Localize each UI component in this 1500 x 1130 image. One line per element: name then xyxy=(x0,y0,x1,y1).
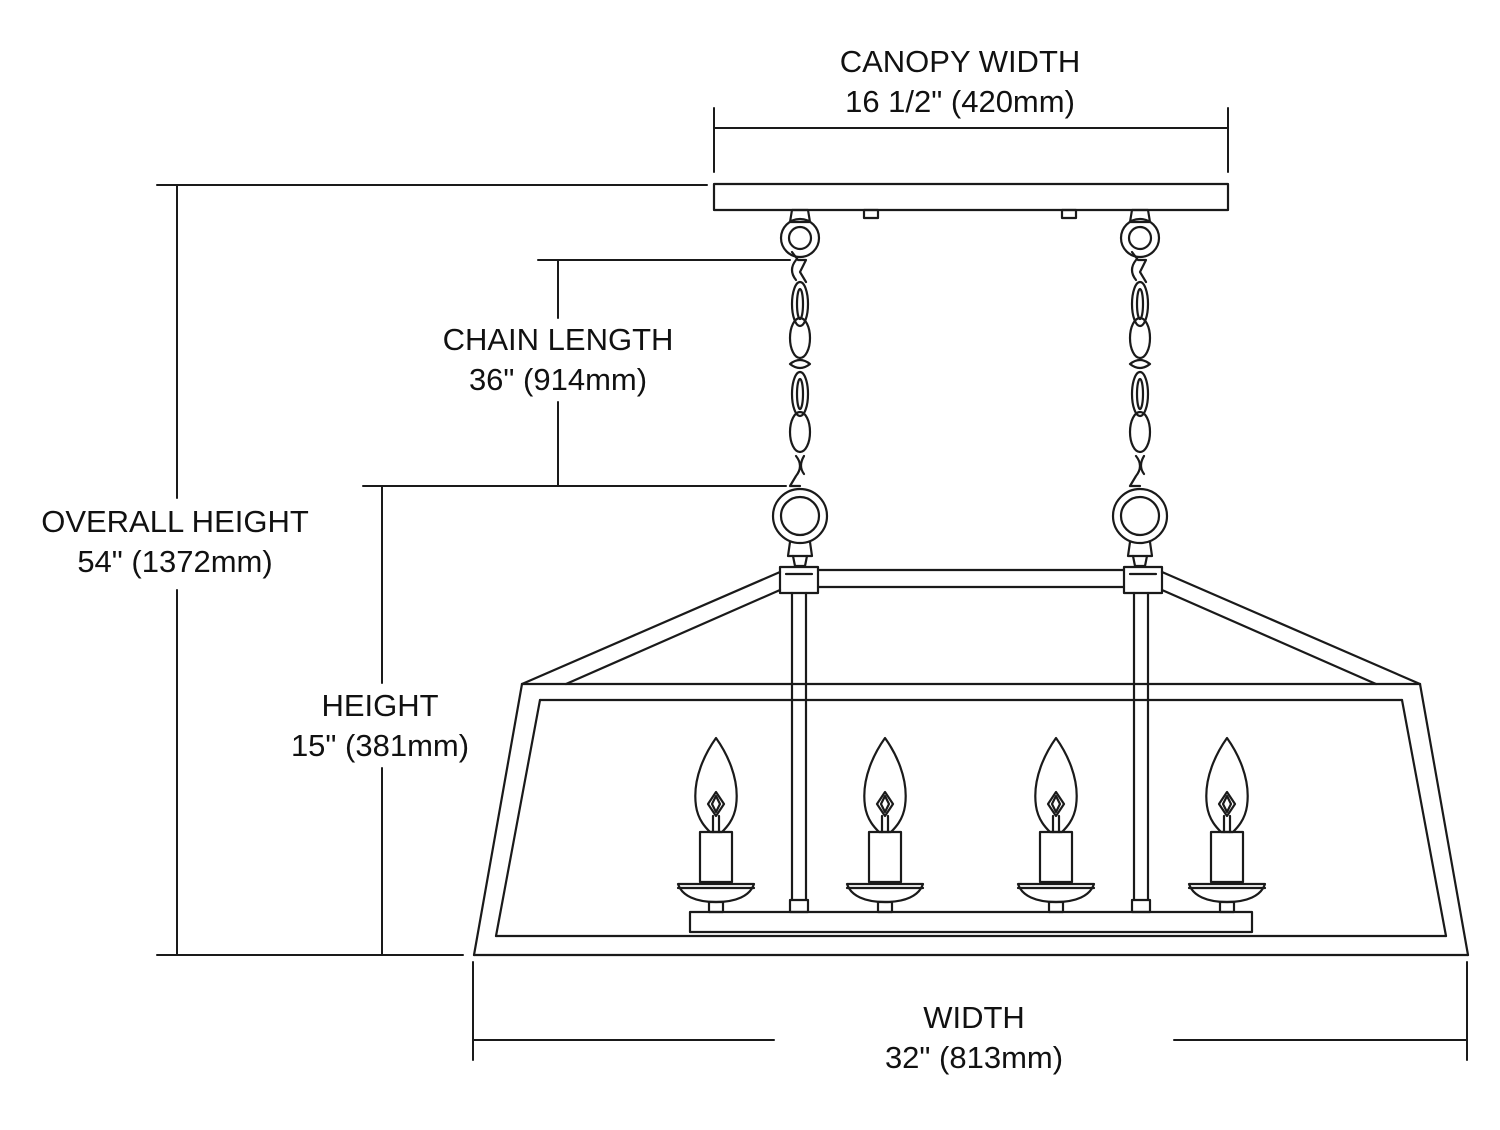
width-value: 32" (813mm) xyxy=(884,1040,1064,1075)
canopy xyxy=(712,182,1230,220)
candles xyxy=(676,736,1267,914)
candle-base-bar xyxy=(688,910,1254,934)
canopy-width-dimension xyxy=(713,107,1229,173)
right-chain xyxy=(1111,208,1169,568)
left-chain xyxy=(771,208,829,568)
candle-lamp xyxy=(1016,736,1096,914)
width-label: WIDTH 32" (813mm) xyxy=(774,998,1174,1078)
overall-height-dimension xyxy=(156,184,708,956)
candle-lamp xyxy=(676,736,756,914)
width-title: WIDTH xyxy=(923,1000,1025,1035)
height-label: HEIGHT 15" (381mm) xyxy=(260,686,500,766)
candle-lamp xyxy=(845,736,925,914)
width-dimension xyxy=(472,961,1468,1061)
chain-length-value: 36" (914mm) xyxy=(468,362,648,397)
candle-lamp xyxy=(1187,736,1267,914)
overall-height-title: OVERALL HEIGHT xyxy=(41,504,309,539)
support-rods xyxy=(788,591,1152,914)
overall-height-label: OVERALL HEIGHT 54" (1372mm) xyxy=(15,502,335,582)
canopy-width-title: CANOPY WIDTH xyxy=(839,44,1081,79)
chain-length-title: CHAIN LENGTH xyxy=(442,322,674,357)
height-title: HEIGHT xyxy=(321,688,439,723)
lantern-frame xyxy=(472,565,1470,957)
canopy-width-label: CANOPY WIDTH 16 1/2" (420mm) xyxy=(760,42,1160,122)
chain-length-label: CHAIN LENGTH 36" (914mm) xyxy=(408,320,708,400)
chain-length-dimension xyxy=(362,259,791,487)
height-value: 15" (381mm) xyxy=(290,728,470,763)
canopy-width-value: 16 1/2" (420mm) xyxy=(845,84,1075,119)
overall-height-value: 54" (1372mm) xyxy=(77,544,273,579)
